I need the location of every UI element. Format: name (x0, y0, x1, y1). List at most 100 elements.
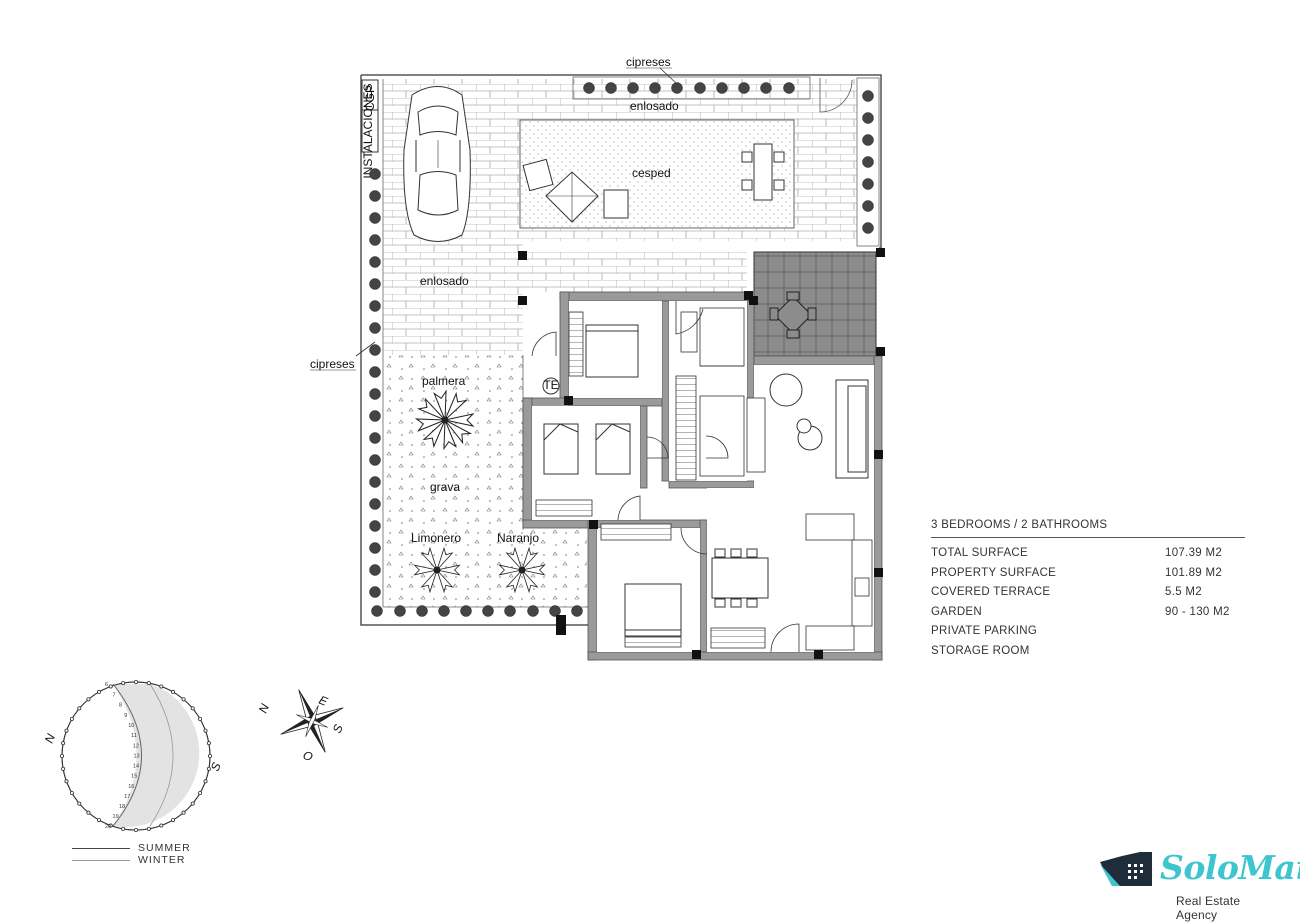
paving-left (383, 241, 523, 355)
cypress-label-top: cipreses (626, 55, 671, 69)
sun-chart-tick (170, 818, 175, 823)
summer-line (72, 847, 130, 849)
solomar-logo-icon (1100, 852, 1152, 886)
paving-label-top: enlosado (630, 99, 679, 113)
spec-value (1165, 622, 1245, 642)
sun-chart-tick (60, 754, 65, 759)
spec-label: STORAGE ROOM (931, 644, 1030, 657)
sun-chart-tick (207, 754, 212, 759)
sun-hour-label: 11 (131, 733, 137, 739)
compass-north: N (256, 702, 272, 716)
spec-value: 101.89 M2 (1165, 566, 1223, 579)
sun-chart-tick (121, 681, 126, 686)
sun-chart-tick (69, 791, 74, 796)
sun-hour-label: 20 (105, 824, 111, 830)
sun-chart-tick (133, 828, 138, 833)
compass-rose-icon (280, 689, 344, 753)
lemon-tree-icon (414, 547, 460, 593)
car-icon (403, 86, 471, 242)
sun-hour-label: 12 (133, 743, 139, 749)
sun-chart-tick (190, 706, 195, 711)
legend-winter: WINTER (72, 854, 191, 866)
legend-winter-label: WINTER (138, 854, 186, 866)
te-label: TE (543, 378, 558, 392)
spec-label: COVERED TERRACE (931, 586, 1051, 599)
sun-chart-tick (97, 689, 102, 694)
cypress-row-top (572, 76, 853, 113)
spec-value: 5.5 M2 (1165, 586, 1202, 599)
orange-tree-label: Naranjo (497, 531, 539, 545)
cgp-box: CGP INSTALACIONES (361, 79, 379, 179)
terrace-table-icon (769, 291, 817, 339)
sun-hour-label: 9 (124, 713, 127, 719)
spec-label: GARDEN (931, 605, 983, 618)
lemon-tree-label: Limonero (411, 531, 461, 545)
spec-value: 107.39 M2 (1165, 547, 1223, 559)
lounge-set-icon (522, 158, 629, 223)
sun-hour-label: 17 (124, 794, 130, 800)
spec-label: TOTAL SURFACE (931, 547, 1028, 559)
paving-path (523, 252, 747, 292)
wardrobe-icon (535, 311, 766, 649)
bathroom-fixtures (680, 307, 766, 477)
sun-chart-tick (181, 697, 186, 702)
compass-south: S (330, 722, 346, 735)
winter-line (72, 859, 130, 861)
spec-row: PRIVATE PARKING (931, 622, 1245, 642)
installations-label: INSTALACIONES (361, 83, 375, 178)
palm-tree-icon (415, 390, 475, 450)
sun-hour-label: 18 (119, 804, 125, 810)
sun-chart-tick (198, 717, 203, 722)
dining-table-icon-2 (711, 548, 769, 608)
sun-chart-tick (86, 810, 91, 815)
covered-terrace (753, 251, 877, 357)
sun-hour-label: 14 (133, 764, 139, 770)
te-meter-icon: TE (542, 377, 560, 395)
spec-row: COVERED TERRACE 5.5 M2 (931, 583, 1245, 603)
sun-chart-tick (61, 741, 66, 746)
brand-name: SoloMar (1160, 848, 1300, 887)
spec-value: 90 - 130 M2 (1165, 605, 1230, 618)
sun-chart-south: S (208, 760, 224, 773)
sun-hour-label: 19 (113, 814, 119, 820)
door-swings (531, 301, 800, 653)
sun-chart-tick (108, 823, 113, 828)
sun-hour-label: 7 (113, 692, 116, 698)
sun-chart-tick (146, 826, 151, 831)
brand-tagline: Real Estate Agency (1176, 894, 1241, 922)
spec-row: TOTAL SURFACE 107.39 M2 (931, 544, 1245, 564)
sun-chart-legend: SUMMER WINTER (72, 842, 191, 866)
sun-hour-label: 8 (119, 703, 122, 709)
legend-summer: SUMMER (72, 842, 191, 854)
cypress-label-left: cipreses (310, 357, 355, 371)
spec-label: PRIVATE PARKING (931, 625, 1038, 638)
bed-icon (543, 324, 682, 637)
cypress-row-bottom (371, 605, 583, 617)
sun-chart-tick (64, 779, 69, 784)
sun-chart-north: N (42, 732, 58, 746)
sun-hour-label: 16 (128, 784, 134, 790)
spec-row: STORAGE ROOM (931, 642, 1245, 662)
sun-chart-tick (61, 766, 66, 771)
cypress-row-left (369, 168, 381, 598)
cgp-label: CGP (363, 85, 377, 111)
specs-heading: 3 BEDROOMS / 2 BATHROOMS (931, 519, 1245, 538)
sun-hour-label: 13 (134, 754, 140, 760)
kitchen-counter (805, 513, 873, 651)
sun-chart-tick (77, 706, 82, 711)
sun-chart-tick (181, 810, 186, 815)
palm-label: palmera (422, 374, 466, 388)
sun-chart-tick (159, 823, 164, 828)
brand-logo: SoloMar Real Estate Agency (1098, 848, 1300, 922)
property-specs: 3 BEDROOMS / 2 BATHROOMS TOTAL SURFACE 10… (931, 519, 1245, 662)
sun-chart-tick (86, 697, 91, 702)
sun-chart-tick (203, 728, 208, 733)
dining-table-icon (741, 143, 785, 201)
paving-label-mid: enlosado (420, 274, 469, 288)
sun-hour-label: 6 (105, 682, 108, 688)
spec-row: GARDEN 90 - 130 M2 (931, 603, 1245, 623)
sun-chart-tick (64, 728, 69, 733)
